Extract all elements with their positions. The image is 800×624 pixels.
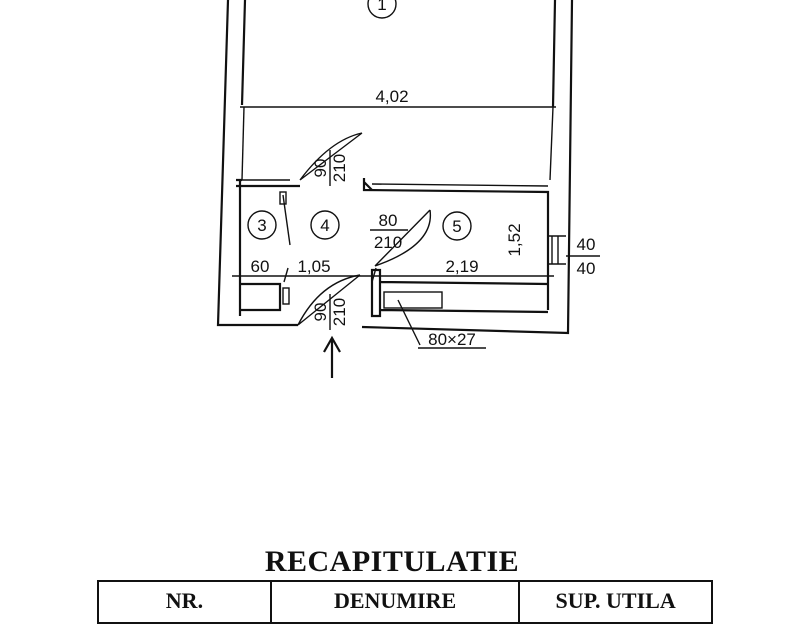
outer-wall-inner-line [240, 0, 557, 108]
window-height: 40 [577, 259, 596, 278]
dim-room1-width: 4,02 [375, 87, 408, 106]
room-5-label: 5 [452, 217, 461, 236]
room-1-label: 1 [377, 0, 386, 14]
recap-header-sup-utila: SUP. UTILA [555, 588, 676, 613]
dim-room5-width: 2,19 [445, 257, 478, 276]
dim-niche: 80×27 [428, 330, 476, 349]
room1-wall-inner-left [241, 106, 245, 181]
entry-door-height: 210 [330, 298, 349, 326]
outer-wall [216, 0, 574, 335]
inner-door-swing [374, 209, 432, 267]
room-3-label: 3 [257, 216, 266, 235]
dim-room5-depth: 1,52 [505, 223, 524, 256]
dim-tick-1 [283, 267, 289, 283]
upper-door-height: 210 [330, 154, 349, 182]
upper-door-swing [299, 132, 363, 181]
inner-door-width: 80 [379, 211, 398, 230]
room-3-circle [247, 210, 277, 240]
upper-door-width: 90 [311, 159, 330, 178]
dim-room3-width: 60 [251, 257, 270, 276]
dim-tick-2 [371, 267, 377, 283]
recap-header-denumire: DENUMIRE [272, 582, 521, 622]
window-width: 40 [577, 235, 596, 254]
niche-box [383, 291, 443, 309]
entry-door-width: 90 [311, 303, 330, 322]
dim-room4-width: 1,05 [297, 257, 330, 276]
window-dimension: 40 40 [577, 235, 596, 278]
niche-leader [397, 299, 421, 346]
room1-wall-inner-right [549, 106, 554, 181]
window [548, 235, 600, 265]
recap-table: NR. DENUMIRE SUP. UTILA [97, 580, 713, 624]
room-1-circle [367, 0, 397, 19]
room-4-label: 4 [320, 216, 329, 235]
bottom-inner-wall [240, 268, 549, 318]
room-5-circle [442, 211, 472, 241]
entry-door-jamb [282, 287, 290, 305]
inner-door-dimension: 80 210 [370, 211, 408, 252]
floor-plan: 1 3 4 5 4,02 60 1,05 2,19 1,52 80×27 90 … [216, 0, 600, 378]
partition-wall-top [236, 178, 550, 316]
upper-door-dimension: 90 210 [311, 150, 349, 186]
recap-header-nr: NR. [99, 582, 272, 622]
entry-door-dimension: 90 210 [311, 294, 349, 330]
room3-door-jamb [279, 191, 287, 205]
entry-door-swing [297, 274, 361, 326]
inner-door-height: 210 [374, 233, 402, 252]
room-4-circle [310, 210, 340, 240]
recap-title: RECAPITULATIE [264, 545, 520, 578]
partition-wall-top-inner [242, 179, 549, 187]
entry-arrow-icon [323, 335, 341, 378]
